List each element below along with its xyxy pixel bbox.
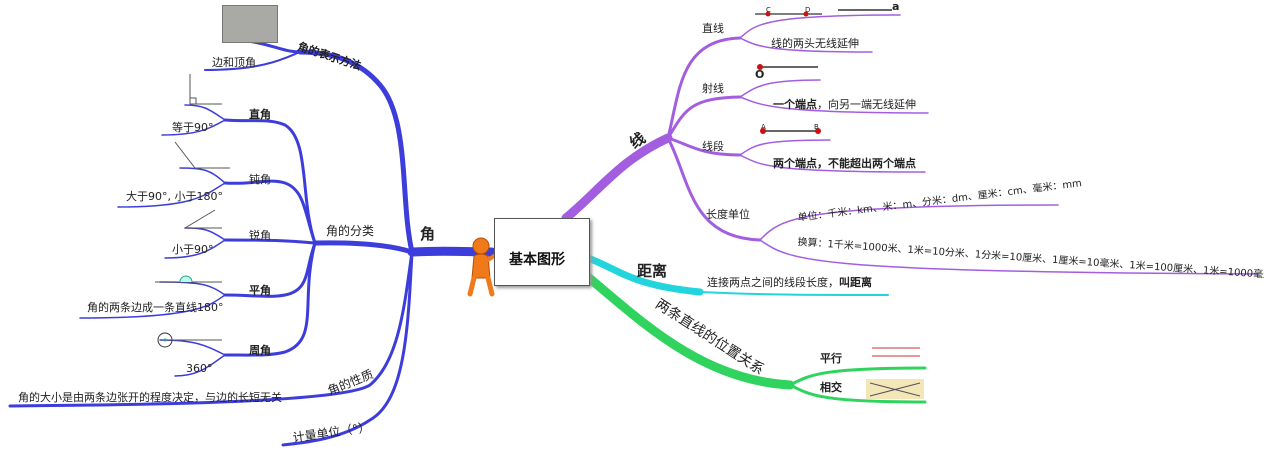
point-o-label: O bbox=[755, 68, 765, 81]
acute-angle-fig bbox=[184, 209, 222, 229]
branch-property bbox=[8, 250, 414, 408]
branch-right-angle bbox=[223, 118, 317, 245]
obtuse-angle-fig bbox=[174, 141, 230, 169]
branch-acute bbox=[223, 238, 317, 245]
center-title: 基本图形 bbox=[509, 252, 565, 268]
straight-angle-desc: 角的两条边成一条直线180° bbox=[87, 301, 224, 314]
leaf-obtuse bbox=[117, 182, 226, 208]
branch-representation bbox=[297, 49, 415, 255]
segment-name: 线段 bbox=[702, 140, 724, 153]
full-angle-desc: 360° bbox=[186, 362, 213, 375]
straight-angle-arc bbox=[179, 275, 193, 283]
branch-ray bbox=[666, 95, 742, 140]
leaf-straight-fig bbox=[739, 14, 901, 39]
intersect-label: 相交 bbox=[820, 381, 842, 394]
leaf-segment-fig bbox=[739, 139, 831, 156]
right-angle-desc: 等于90° bbox=[172, 121, 214, 134]
ray-desc-bold: 一个端点 bbox=[773, 98, 817, 111]
leaf-straight-fig bbox=[159, 281, 226, 296]
leaf-ray-fig bbox=[739, 79, 821, 98]
angle-figures bbox=[155, 74, 230, 348]
parallel-label: 平行 bbox=[820, 352, 842, 365]
point-b-label: B bbox=[814, 123, 819, 131]
branch-full-angle bbox=[223, 241, 317, 357]
center-node[interactable]: 基本图形 bbox=[494, 218, 590, 286]
straight-line-name: 直线 bbox=[702, 22, 724, 35]
branch-length-units bbox=[666, 136, 762, 242]
point-d-label: D bbox=[805, 6, 811, 14]
full-angle-name: 周角 bbox=[249, 344, 271, 357]
leaf-right-angle-fig bbox=[184, 104, 226, 121]
distance-leaf bbox=[699, 291, 889, 296]
left-branches bbox=[8, 38, 497, 447]
branch-classification bbox=[312, 240, 415, 255]
distance-desc-rest: 连接两点之间的线段长度， bbox=[707, 276, 839, 289]
segment-desc: 两个端点，不能超出两个端点 bbox=[773, 157, 916, 170]
distance-label: 距离 bbox=[637, 262, 668, 280]
leaf-ray-desc bbox=[739, 96, 929, 114]
obtuse-angle-desc: 大于90°, 小于180° bbox=[126, 190, 223, 203]
ray-desc-rest: ，向另一端无线延伸 bbox=[817, 98, 916, 111]
leaf-obtuse-fig bbox=[179, 167, 226, 184]
leaf-full-fig bbox=[159, 339, 226, 356]
relation-figures bbox=[866, 343, 924, 399]
straight-line-desc: 线的两头无线延伸 bbox=[771, 37, 859, 50]
leaf-convert-line bbox=[759, 239, 1259, 275]
trunk-position bbox=[577, 267, 795, 390]
leaf-straight-desc bbox=[739, 37, 873, 53]
classification-label: 角的分类 bbox=[326, 224, 375, 238]
right-angle-fig bbox=[189, 74, 222, 105]
length-units-name: 长度单位 bbox=[706, 208, 750, 221]
branch-intersect bbox=[788, 383, 927, 404]
property-detail: 角的大小是由两条边张开的程度决定，与边的长短无关 bbox=[18, 391, 282, 404]
angle-main-label: 角 bbox=[420, 225, 436, 243]
point-c-label: C bbox=[766, 6, 771, 14]
line-branches bbox=[561, 14, 1259, 275]
point-a-label: A bbox=[761, 123, 766, 131]
right-angle-name: 直角 bbox=[249, 108, 271, 121]
leaf-right-angle bbox=[161, 119, 226, 136]
trunk-distance bbox=[584, 254, 704, 296]
branch-straight-angle bbox=[223, 241, 317, 298]
branch-obtuse bbox=[223, 179, 317, 245]
line-a-label: a bbox=[892, 0, 900, 13]
angle-photo-image bbox=[222, 5, 278, 43]
full-angle-vertex bbox=[163, 338, 167, 342]
line-figures bbox=[755, 9, 892, 134]
straight-angle-name: 平角 bbox=[249, 284, 271, 297]
distance-desc-bold: 叫距离 bbox=[839, 276, 872, 289]
ray-desc: 一个端点，向另一端无线延伸 bbox=[773, 98, 916, 111]
leaf-acute-fig bbox=[184, 227, 226, 241]
trunk-line bbox=[561, 133, 673, 223]
branch-segment bbox=[666, 136, 742, 157]
acute-angle-name: 锐角 bbox=[249, 229, 271, 242]
leaf-segment-desc bbox=[739, 154, 926, 173]
ray-name: 射线 bbox=[702, 82, 724, 95]
distance-branch bbox=[584, 254, 889, 296]
leaf-straight bbox=[79, 294, 226, 319]
leaf-unit-line bbox=[759, 204, 1059, 241]
branch-representation-detail bbox=[204, 51, 301, 71]
branch-straight-line bbox=[666, 36, 742, 140]
leaf-acute bbox=[164, 239, 226, 259]
leaf-full bbox=[174, 354, 226, 377]
distance-desc: 连接两点之间的线段长度，叫距离 bbox=[707, 276, 872, 289]
branch-parallel bbox=[788, 366, 927, 387]
representation-detail: 边和顶角 bbox=[212, 56, 256, 69]
position-branch bbox=[577, 267, 927, 404]
acute-angle-desc: 小于90° bbox=[172, 243, 214, 256]
obtuse-angle-name: 钝角 bbox=[249, 173, 271, 186]
branch-unit bbox=[281, 250, 414, 447]
